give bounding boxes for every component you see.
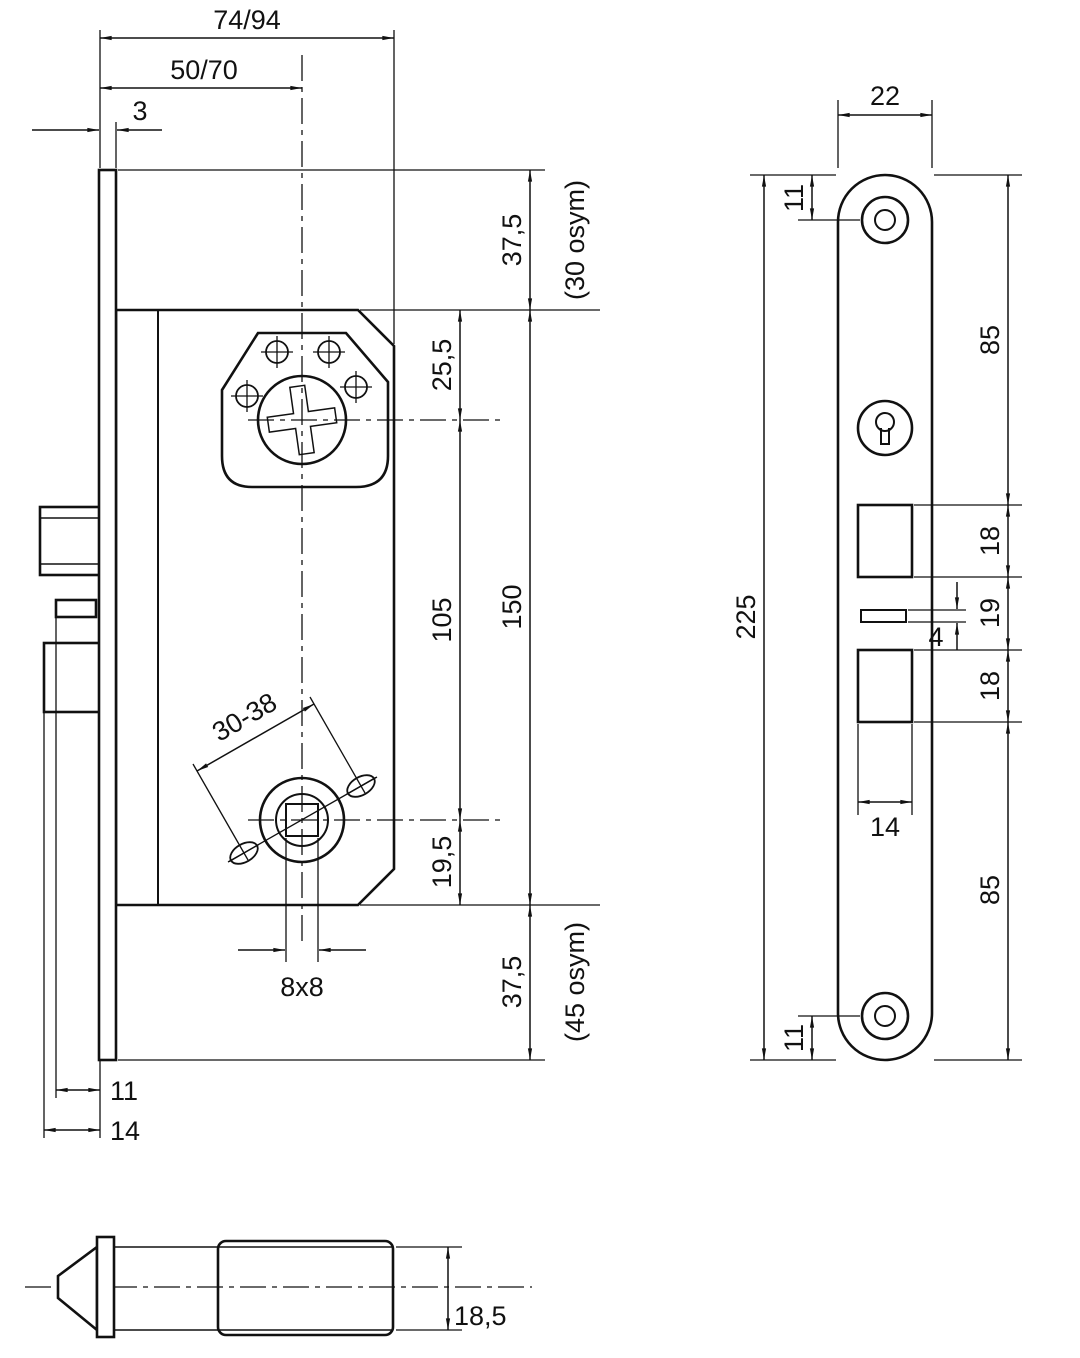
side-view: 74/94 50/70 3 37,5 (30 osym) 25,5 105 15…: [32, 5, 600, 1146]
cylinder-hole-front: [856, 399, 914, 457]
dim-latch-cutout-height: 18: [975, 526, 1005, 556]
dim-bolt-throw-single: 11: [110, 1076, 138, 1106]
side-view-dimension-lines: [32, 30, 600, 1138]
dim-bottom-margin: 37,5: [497, 956, 527, 1009]
dim-slot-height: 4: [928, 622, 943, 652]
dim-top-to-latch: 85: [975, 325, 1005, 355]
dim-cylinder-offset: 25,5: [427, 339, 457, 392]
dim-top-screw-offset: 11: [779, 184, 809, 212]
dim-cutout-width: 14: [870, 812, 900, 842]
dim-top-margin-note: (30 osym): [560, 180, 590, 300]
dim-follower-offset: 19,5: [427, 836, 457, 889]
cylinder-mount-plate: [220, 331, 390, 489]
dim-bolt-throw-full: 14: [110, 1116, 140, 1146]
dim-latch-height: 18,5: [454, 1301, 507, 1331]
indicator-slot: [860, 609, 907, 623]
latch-cutout: [856, 503, 914, 579]
latch-dimension-lines: [396, 1246, 462, 1331]
dim-case-height: 150: [497, 584, 527, 629]
dim-faceplate-total-height: 225: [731, 594, 761, 639]
dim-total-depth: 74/94: [213, 5, 281, 35]
dim-cutout-gap: 19: [975, 598, 1005, 628]
dim-top-margin: 37,5: [497, 214, 527, 267]
auxiliary-bolt: [54, 598, 98, 619]
forend-section: [95, 1235, 116, 1339]
deadbolt-cutout: [856, 648, 914, 724]
dim-bottom-screw-offset: 11: [779, 1024, 809, 1052]
dim-faceplate-thickness: 3: [132, 96, 147, 126]
dim-spindle-square: 8x8: [280, 972, 324, 1002]
dim-bolt-cutout-height: 18: [975, 671, 1005, 701]
dim-centers-distance: 105: [427, 597, 457, 642]
latch-bolt: [38, 505, 102, 577]
dim-bolt-to-bottom: 85: [975, 875, 1005, 905]
forend-edge: [97, 168, 118, 1062]
dim-faceplate-width: 22: [870, 81, 900, 111]
dim-backset: 50/70: [170, 55, 238, 85]
faceplate-dimension-lines: [750, 100, 1022, 1061]
dim-bottom-margin-note: (45 osym): [560, 922, 590, 1042]
latch-body: [114, 1239, 395, 1337]
latch-section-view: 18,5: [25, 1235, 532, 1339]
deadbolt: [42, 641, 102, 714]
spring-housing: [216, 1239, 395, 1337]
faceplate-outline: [836, 173, 934, 1062]
bottom-screw-hole: [860, 991, 910, 1041]
faceplate-view: 22 225 11 85 18 19 4 18 14 85 11: [731, 81, 1022, 1062]
latch-nose: [56, 1244, 99, 1333]
centerlines: [248, 55, 500, 945]
top-screw-hole: [860, 195, 910, 245]
cylinder-cam: [266, 384, 338, 456]
